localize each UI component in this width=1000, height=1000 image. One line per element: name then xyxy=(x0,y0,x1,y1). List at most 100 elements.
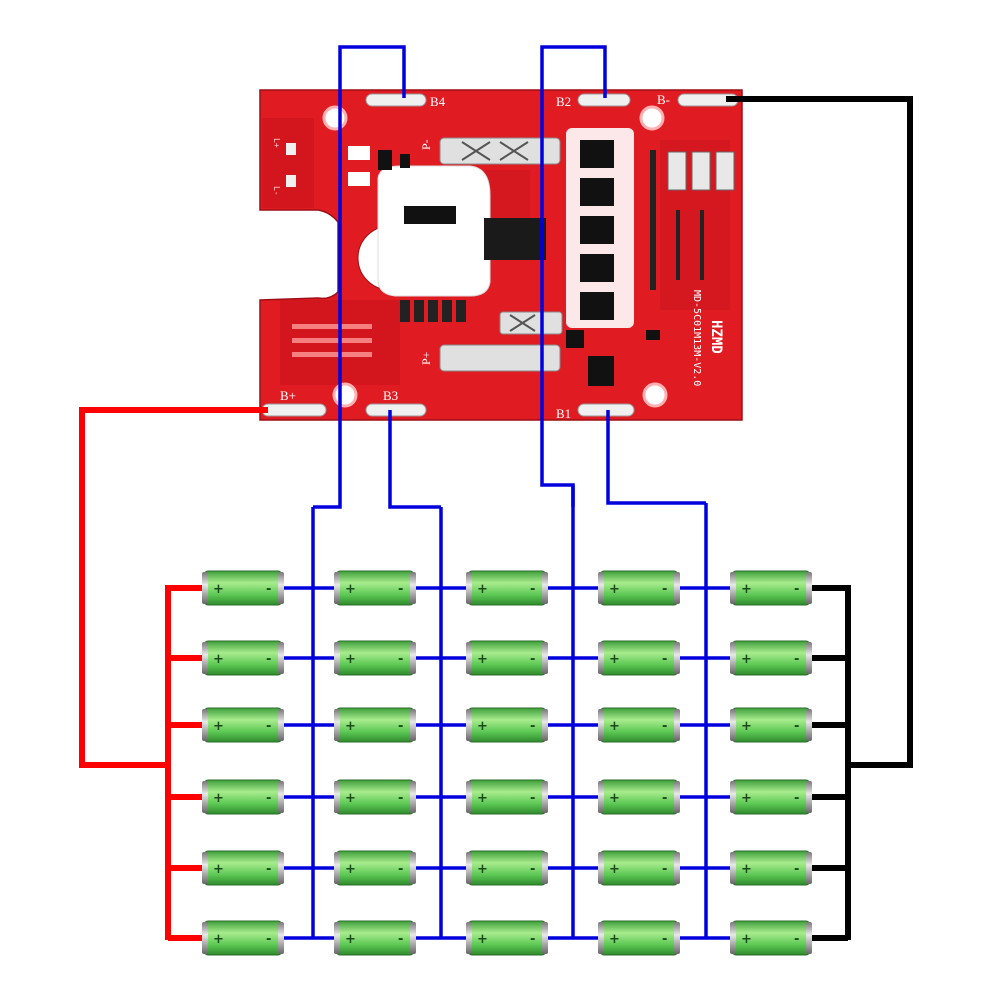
battery-cell-r2-c1: +- xyxy=(202,640,284,676)
resistor-r1 xyxy=(400,300,410,322)
cell-positive-mark: + xyxy=(609,719,620,734)
wire-negative-main xyxy=(726,96,913,768)
transistor-q1 xyxy=(378,150,392,170)
main-ic-chip xyxy=(404,206,456,224)
cell-cap-positive xyxy=(598,642,604,674)
cell-cap-negative xyxy=(278,852,284,884)
battery-cell-r4-c4: +- xyxy=(598,779,680,815)
cell-cap-positive xyxy=(466,572,472,604)
cell-cap-positive xyxy=(730,642,736,674)
edge-contact-pad-bottom xyxy=(286,175,296,187)
resistor-strip-1 xyxy=(650,150,656,290)
cell-negative-mark: - xyxy=(398,719,403,734)
wire-positive-main xyxy=(79,407,268,768)
cell-positive-mark: + xyxy=(345,582,356,597)
capacitor-1 xyxy=(667,151,687,191)
battery-cell-r3-c2: +- xyxy=(334,707,416,743)
cell-positive-mark: + xyxy=(477,582,488,597)
cell-negative-mark: - xyxy=(398,932,403,947)
mosfet-1 xyxy=(580,140,614,168)
label-b-plus: B+ xyxy=(280,388,296,403)
mosfet-5 xyxy=(580,292,614,320)
cell-cap-positive xyxy=(334,709,340,741)
battery-cell-r2-c4: +- xyxy=(598,640,680,676)
silk-stripe-3 xyxy=(292,352,372,357)
board-brand: HZMD xyxy=(708,320,724,354)
cell-negative-mark: - xyxy=(266,582,271,597)
cell-negative-mark: - xyxy=(662,719,667,734)
cell-negative-mark: - xyxy=(662,652,667,667)
cell-negative-mark: - xyxy=(398,862,403,877)
mounting-hole-top-left xyxy=(322,105,348,131)
cell-cap-positive xyxy=(202,642,208,674)
battery-cell-r2-c5: +- xyxy=(730,640,812,676)
mosfet-3 xyxy=(580,216,614,244)
cell-cap-positive xyxy=(202,922,208,954)
battery-cell-r5-c3: +- xyxy=(466,850,548,886)
cell-cap-negative xyxy=(806,852,812,884)
cell-cap-positive xyxy=(466,852,472,884)
cell-cap-positive xyxy=(202,572,208,604)
battery-cell-r1-c1: +- xyxy=(202,570,284,606)
cell-negative-mark: - xyxy=(794,932,799,947)
p-minus-label: P- xyxy=(419,139,433,150)
cell-positive-mark: + xyxy=(609,652,620,667)
wiring xyxy=(79,45,913,941)
cell-cap-negative xyxy=(806,922,812,954)
battery-cell-r2-c3: +- xyxy=(466,640,548,676)
cell-cap-negative xyxy=(410,572,416,604)
cell-cap-positive xyxy=(598,572,604,604)
cell-cap-negative xyxy=(806,642,812,674)
cell-cap-negative xyxy=(806,709,812,741)
small-chip-2 xyxy=(566,330,584,348)
resistor-strip-3 xyxy=(700,210,704,280)
cell-positive-mark: + xyxy=(213,582,224,597)
label-b3: B3 xyxy=(383,388,398,403)
battery-cell-r6-c3: +- xyxy=(466,920,548,956)
cell-positive-mark: + xyxy=(345,652,356,667)
cell-negative-mark: - xyxy=(266,862,271,877)
cell-cap-negative xyxy=(542,852,548,884)
cell-cap-positive xyxy=(202,781,208,813)
cell-cap-positive xyxy=(598,709,604,741)
cell-positive-mark: + xyxy=(345,932,356,947)
mosfet-4 xyxy=(580,254,614,282)
cell-negative-mark: - xyxy=(662,932,667,947)
label-b1: B1 xyxy=(556,406,571,421)
cell-cap-positive xyxy=(598,781,604,813)
cell-negative-mark: - xyxy=(398,791,403,806)
battery-cell-r1-c3: +- xyxy=(466,570,548,606)
cell-negative-mark: - xyxy=(530,652,535,667)
cell-negative-mark: - xyxy=(266,652,271,667)
pad-b1 xyxy=(577,403,635,417)
battery-cell-r2-c2: +- xyxy=(334,640,416,676)
cell-negative-mark: - xyxy=(794,791,799,806)
cell-cap-positive xyxy=(730,852,736,884)
battery-cell-r6-c5: +- xyxy=(730,920,812,956)
p-plus-label: P+ xyxy=(419,351,433,365)
resistor-r4 xyxy=(442,300,452,322)
cell-negative-mark: - xyxy=(530,932,535,947)
p-minus-terminal xyxy=(439,137,561,165)
small-chip-1 xyxy=(646,330,660,340)
cell-negative-mark: - xyxy=(530,582,535,597)
cell-cap-positive xyxy=(334,642,340,674)
cell-cap-negative xyxy=(674,642,680,674)
cell-cap-positive xyxy=(730,572,736,604)
cell-positive-mark: + xyxy=(345,719,356,734)
cell-negative-mark: - xyxy=(266,932,271,947)
battery-cell-r1-c2: +- xyxy=(334,570,416,606)
cell-cap-positive xyxy=(334,852,340,884)
resistor-r2 xyxy=(414,300,424,322)
cell-positive-mark: + xyxy=(741,791,752,806)
battery-cell-r3-c5: +- xyxy=(730,707,812,743)
cell-cap-positive xyxy=(466,781,472,813)
cell-positive-mark: + xyxy=(609,932,620,947)
cell-negative-mark: - xyxy=(662,862,667,877)
cell-negative-mark: - xyxy=(794,862,799,877)
battery-cell-r1-c4: +- xyxy=(598,570,680,606)
battery-cell-r5-c4: +- xyxy=(598,850,680,886)
cell-cap-negative xyxy=(542,709,548,741)
cell-cap-positive xyxy=(334,781,340,813)
